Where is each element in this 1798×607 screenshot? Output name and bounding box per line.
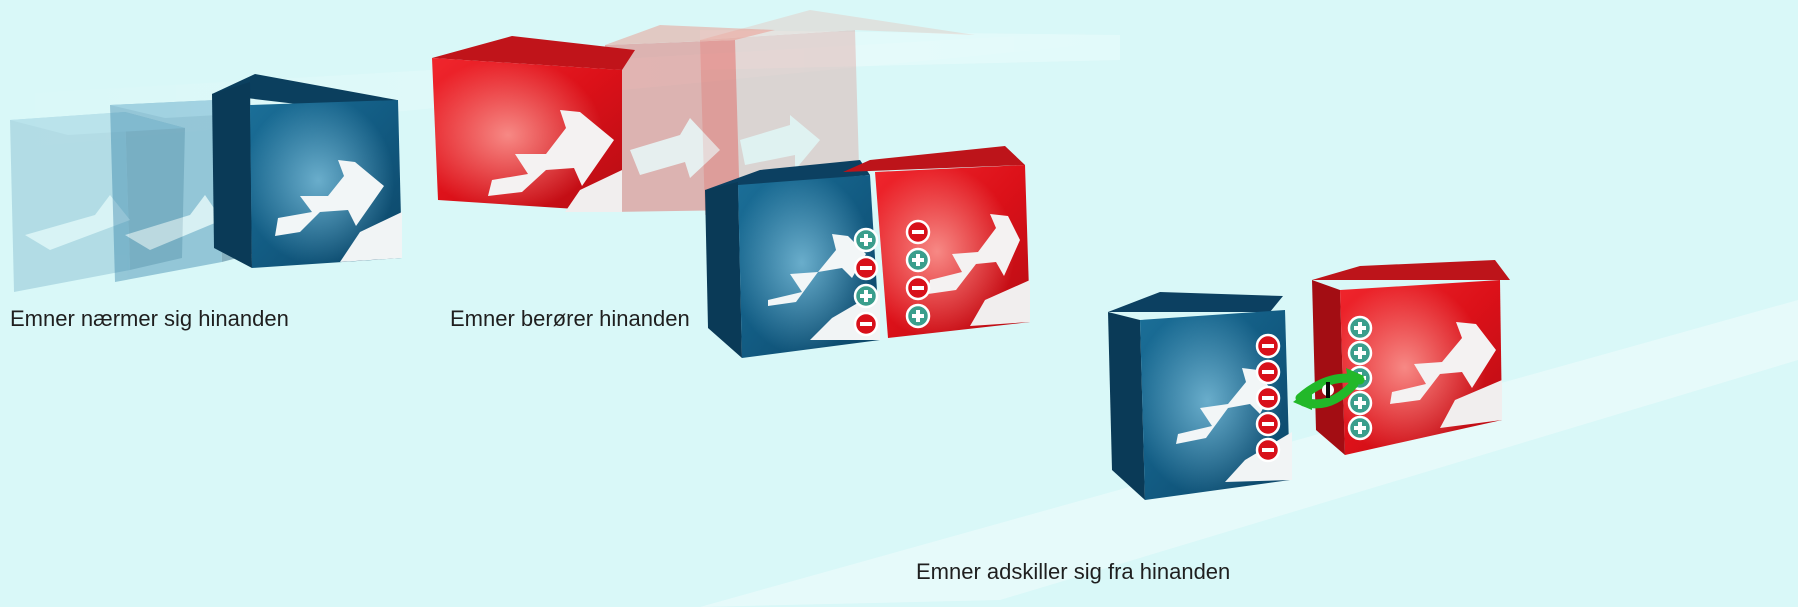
arrow-icon xyxy=(1390,322,1496,404)
plus-circle-icon xyxy=(1347,390,1373,416)
plus-circle-icon xyxy=(905,247,931,273)
plus-circle-icon xyxy=(1347,315,1373,341)
minus-circle-icon xyxy=(1255,333,1281,359)
charge-column-red-touch xyxy=(905,219,931,329)
scene-separate: Emner adskiller sig fra hinanden xyxy=(916,260,1510,584)
ghost-box-red-1 xyxy=(605,25,775,212)
red-box-separated xyxy=(1312,260,1510,455)
arrow-icon xyxy=(275,160,384,236)
plus-circle-icon xyxy=(1347,415,1373,441)
minus-circle-icon xyxy=(1255,411,1281,437)
blue-box-touching xyxy=(705,160,880,358)
caption-approach: Emner nærmer sig hinanden xyxy=(10,306,289,331)
plus-circle-icon xyxy=(1347,340,1373,366)
blue-box-approaching xyxy=(212,74,402,268)
red-box-moving xyxy=(432,36,635,212)
minus-circle-icon xyxy=(853,255,879,281)
plus-circle-icon xyxy=(853,283,879,309)
arrow-icon xyxy=(928,214,1020,294)
double-arrow-icon xyxy=(1293,368,1365,410)
minus-circle-icon xyxy=(1255,359,1281,385)
plus-circle-icon xyxy=(853,227,879,253)
minus-circle-icon xyxy=(853,311,879,337)
caption-separate: Emner adskiller sig fra hinanden xyxy=(916,559,1230,584)
minus-circle-icon xyxy=(1255,385,1281,411)
charge-column-blue-separate xyxy=(1255,333,1281,463)
minus-circle-icon xyxy=(905,275,931,301)
arrow-icon xyxy=(1176,368,1272,444)
scene-touch: Emner berører hinanden xyxy=(432,10,1030,358)
minus-circle-icon xyxy=(905,219,931,245)
plus-circle-icon xyxy=(905,303,931,329)
minus-circle-icon xyxy=(1255,437,1281,463)
ghost-box-blue-1 xyxy=(10,112,185,292)
charge-column-blue-touch xyxy=(853,227,879,337)
arrow-icon xyxy=(488,110,614,196)
arrow-icon xyxy=(768,234,866,306)
caption-touch: Emner berører hinanden xyxy=(450,306,690,331)
scene-approach: Emner nærmer sig hinanden xyxy=(10,74,402,331)
